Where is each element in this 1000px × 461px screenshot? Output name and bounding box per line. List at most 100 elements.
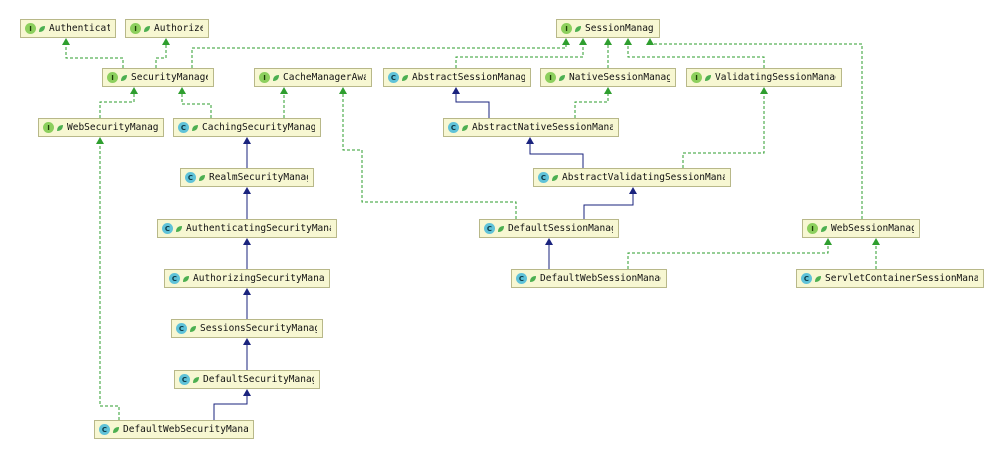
sessions-security-manager-node[interactable]: C SessionsSecurityManager — [171, 319, 323, 338]
edge-security-manager-to-session-manager — [191, 44, 567, 68]
web-security-manager-node[interactable]: I WebSecurityManager — [38, 118, 164, 137]
class-badge-icon: C — [484, 223, 495, 234]
node-label: SessionsSecurityManager — [200, 323, 317, 334]
visibility-leaf-icon — [113, 426, 119, 433]
node-label: ServletContainerSessionManager — [825, 273, 978, 284]
node-label: SessionManager — [585, 23, 654, 34]
native-session-manager-node[interactable]: I NativeSessionManager — [540, 68, 676, 87]
interface-badge-icon: I — [107, 72, 118, 83]
authorizing-security-manager-node[interactable]: C AuthorizingSecurityManager — [164, 269, 330, 288]
visibility-leaf-icon — [192, 124, 198, 131]
validating-session-manager-node[interactable]: I ValidatingSessionManager — [686, 68, 842, 87]
arrowhead-icon — [62, 38, 70, 45]
abstract-session-manager-node[interactable]: C AbstractSessionManager — [383, 68, 531, 87]
edge-default-session-manager-to-abstract-validating-session-manager — [583, 193, 634, 219]
arrowhead-icon — [243, 288, 251, 295]
arrowhead-icon — [579, 38, 587, 45]
servlet-container-session-manager-node[interactable]: C ServletContainerSessionManager — [796, 269, 984, 288]
visibility-leaf-icon — [498, 225, 504, 232]
visibility-leaf-icon — [199, 174, 205, 181]
node-label: ValidatingSessionManager — [715, 72, 836, 83]
edge-default-session-manager-to-cache-manager-aware — [342, 93, 517, 219]
interface-badge-icon: I — [691, 72, 702, 83]
arrowhead-icon — [280, 87, 288, 94]
visibility-leaf-icon — [575, 25, 581, 32]
visibility-leaf-icon — [273, 74, 279, 81]
cache-manager-aware-node[interactable]: I CacheManagerAware — [254, 68, 372, 87]
class-badge-icon: C — [801, 273, 812, 284]
arrowhead-icon — [760, 87, 768, 94]
default-security-manager-node[interactable]: C DefaultSecurityManager — [174, 370, 320, 389]
node-label: NativeSessionManager — [569, 72, 670, 83]
class-badge-icon: C — [185, 172, 196, 183]
interface-badge-icon: I — [545, 72, 556, 83]
default-web-security-manager-node[interactable]: C DefaultWebSecurityManager — [94, 420, 254, 439]
arrowhead-icon — [562, 38, 570, 45]
visibility-leaf-icon — [705, 74, 711, 81]
class-badge-icon: C — [179, 374, 190, 385]
node-label: AbstractValidatingSessionManager — [562, 172, 725, 183]
visibility-leaf-icon — [144, 25, 150, 32]
edge-web-security-manager-to-security-manager — [99, 93, 135, 118]
authorizer-node[interactable]: I Authorizer — [125, 19, 209, 38]
web-session-manager-node[interactable]: I WebSessionManager — [802, 219, 920, 238]
default-session-manager-node[interactable]: C DefaultSessionManager — [479, 219, 619, 238]
caching-security-manager-node[interactable]: C CachingSecurityManager — [173, 118, 321, 137]
visibility-leaf-icon — [193, 376, 199, 383]
arrowhead-icon — [452, 87, 460, 94]
class-badge-icon: C — [176, 323, 187, 334]
class-badge-icon: C — [516, 273, 527, 284]
visibility-leaf-icon — [552, 174, 558, 181]
edge-caching-security-manager-to-security-manager — [181, 93, 212, 118]
visibility-leaf-icon — [530, 275, 536, 282]
authenticator-node[interactable]: I Authenticator — [20, 19, 116, 38]
arrowhead-icon — [646, 38, 654, 45]
arrowhead-icon — [339, 87, 347, 94]
arrowhead-icon — [872, 238, 880, 245]
interface-badge-icon: I — [259, 72, 270, 83]
node-label: RealmSecurityManager — [209, 172, 308, 183]
arrowhead-icon — [604, 38, 612, 45]
interface-badge-icon: I — [130, 23, 141, 34]
realm-security-manager-node[interactable]: C RealmSecurityManager — [180, 168, 314, 187]
node-label: Authorizer — [154, 23, 203, 34]
node-label: Authenticator — [49, 23, 110, 34]
security-manager-node[interactable]: I SecurityManager — [102, 68, 214, 87]
arrowhead-icon — [629, 187, 637, 194]
edge-abstract-validating-session-manager-to-abstract-native-session-manager — [529, 143, 584, 168]
visibility-leaf-icon — [190, 325, 196, 332]
node-label: DefaultWebSecurityManager — [123, 424, 248, 435]
visibility-leaf-icon — [39, 25, 45, 32]
arrowhead-icon — [545, 238, 553, 245]
session-manager-node[interactable]: I SessionManager — [556, 19, 660, 38]
arrowhead-icon — [96, 137, 104, 144]
node-label: SecurityManager — [131, 72, 208, 83]
default-web-session-manager-node[interactable]: C DefaultWebSessionManager — [511, 269, 667, 288]
abstract-native-session-manager-node[interactable]: C AbstractNativeSessionManager — [443, 118, 619, 137]
visibility-leaf-icon — [462, 124, 468, 131]
arrowhead-icon — [243, 338, 251, 345]
abstract-validating-session-manager-node[interactable]: C AbstractValidatingSessionManager — [533, 168, 731, 187]
class-badge-icon: C — [99, 424, 110, 435]
class-badge-icon: C — [178, 122, 189, 133]
node-label: WebSecurityManager — [67, 122, 158, 133]
node-label: DefaultSecurityManager — [203, 374, 314, 385]
edge-default-web-session-manager-to-web-session-manager — [627, 244, 829, 269]
class-badge-icon: C — [388, 72, 399, 83]
visibility-leaf-icon — [176, 225, 182, 232]
arrowhead-icon — [243, 389, 251, 396]
authenticating-security-manager-node[interactable]: C AuthenticatingSecurityManager — [157, 219, 337, 238]
node-label: AuthenticatingSecurityManager — [186, 223, 331, 234]
edge-abstract-native-session-manager-to-abstract-session-manager — [455, 93, 490, 118]
arrowhead-icon — [243, 137, 251, 144]
edge-abstract-native-session-manager-to-native-session-manager — [574, 93, 609, 118]
node-label: AuthorizingSecurityManager — [193, 273, 324, 284]
arrowhead-icon — [604, 87, 612, 94]
node-label: CachingSecurityManager — [202, 122, 315, 133]
arrowhead-icon — [162, 38, 170, 45]
interface-badge-icon: I — [807, 223, 818, 234]
visibility-leaf-icon — [821, 225, 827, 232]
visibility-leaf-icon — [815, 275, 821, 282]
visibility-leaf-icon — [559, 74, 565, 81]
